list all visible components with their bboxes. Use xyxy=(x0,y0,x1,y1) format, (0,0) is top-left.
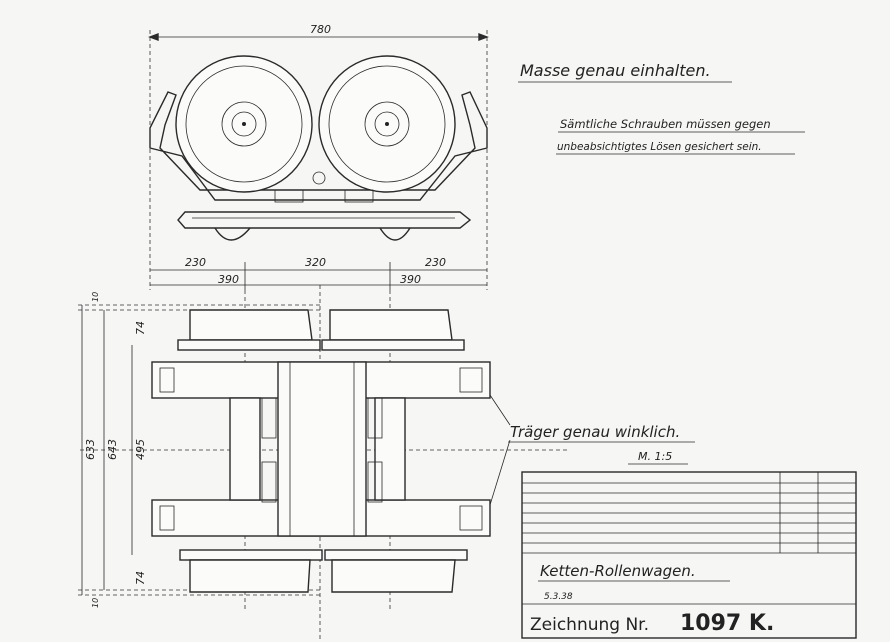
front-elevation-view: 780 230 320 230 390 390 xyxy=(148,23,489,290)
title-block-grid xyxy=(522,472,856,605)
central-frame xyxy=(277,361,367,537)
right-axle xyxy=(374,397,406,501)
base-feet xyxy=(214,227,411,241)
overall-width-label: 780 xyxy=(310,23,331,36)
screws-note-line1: Sämtliche Schrauben müssen gegen xyxy=(560,117,771,131)
beam-note: Träger genau winklich. xyxy=(510,423,680,441)
top-left-roller xyxy=(189,309,313,341)
bottom-small-label: 10 xyxy=(91,598,100,608)
base-rail xyxy=(177,211,472,229)
left-clamp-top xyxy=(261,397,277,439)
scale-label: M. 1:5 xyxy=(638,450,672,463)
right-span-label: 230 xyxy=(425,256,446,269)
end-cap-br xyxy=(459,505,483,531)
right-roller-rim xyxy=(328,65,446,183)
drawing-number: 1097 K. xyxy=(680,611,774,636)
left-axle xyxy=(229,397,261,501)
screws-note-line2: unbeabsichtigtes Lösen gesichert sein. xyxy=(557,141,762,153)
inner-height-label: 643 xyxy=(106,439,119,460)
bottom-right-flange xyxy=(324,549,468,561)
top-right-roller xyxy=(329,309,453,341)
left-axle-label: 390 xyxy=(218,273,239,286)
center-bolt xyxy=(312,171,326,185)
end-cap-tr xyxy=(459,367,483,393)
top-offset-label: 74 xyxy=(134,321,147,335)
bottom-left-flange xyxy=(179,549,323,561)
left-roller-rim xyxy=(185,65,303,183)
top-left-flange xyxy=(177,339,321,351)
title-block: M. 1:5 Ketten-Rollenwagen. 5.3.38 Zeichn… xyxy=(521,450,857,639)
total-height-label: 633 xyxy=(84,439,97,460)
right-block xyxy=(344,189,374,203)
bottom-right-roller xyxy=(331,559,456,593)
beam-note-leader-bottom xyxy=(489,439,511,506)
left-span-label: 230 xyxy=(185,256,206,269)
end-cap-tl xyxy=(159,367,175,393)
part-name: Ketten-Rollenwagen. xyxy=(540,562,696,580)
right-roller-hub-inner xyxy=(374,111,400,137)
left-roller-hub-inner xyxy=(231,111,257,137)
plan-view: 633 643 495 74 74 10 10 xyxy=(78,285,570,640)
signature-date: 5.3.38 xyxy=(544,592,573,602)
center-span-label: 320 xyxy=(305,256,326,269)
frame-bracket xyxy=(149,91,488,201)
end-cap-bl xyxy=(159,505,175,531)
left-clamp-bottom xyxy=(261,461,277,503)
bottom-left-roller xyxy=(189,559,311,593)
keep-dimensions-note: Masse genau einhalten. xyxy=(520,61,711,80)
bottom-offset-label: 74 xyxy=(134,571,147,585)
right-roller-hub xyxy=(364,101,410,147)
middle-height-label: 495 xyxy=(134,439,147,460)
beam-note-leader-top xyxy=(489,394,511,426)
drawing-label: Zeichnung Nr. xyxy=(530,615,649,635)
right-axle-label: 390 xyxy=(400,273,421,286)
left-roller-hub xyxy=(221,101,267,147)
top-right-flange xyxy=(321,339,465,351)
dimension-arrows xyxy=(148,32,489,42)
right-clamp-bottom xyxy=(367,461,383,503)
top-small-label: 10 xyxy=(91,292,100,302)
right-roller-center xyxy=(385,122,389,126)
left-block xyxy=(274,189,304,203)
left-roller-center xyxy=(242,122,246,126)
title-block-frame xyxy=(521,471,857,639)
right-clamp-top xyxy=(367,397,383,439)
